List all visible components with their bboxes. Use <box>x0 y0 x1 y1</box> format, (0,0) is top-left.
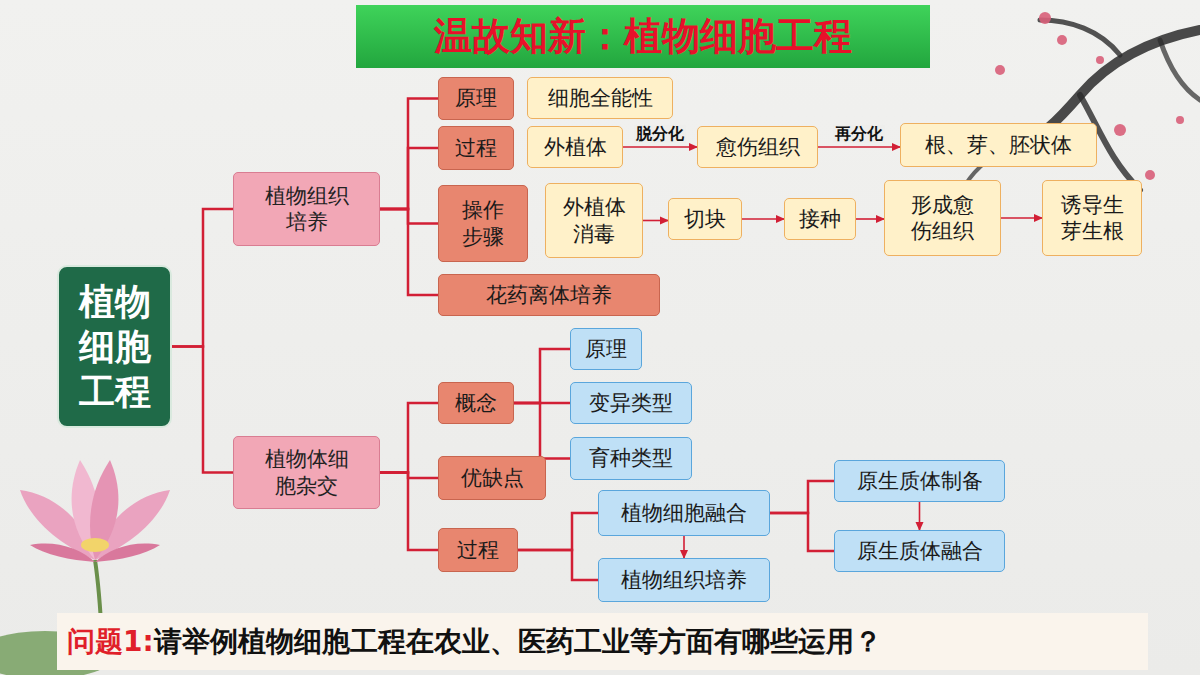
connector <box>643 220 668 222</box>
connector <box>683 536 685 558</box>
box-text: 花药离体培养 <box>486 282 612 308</box>
box-text: 问题1: <box>67 624 154 659</box>
mindmap-box: 外植体 <box>527 126 623 168</box>
mindmap-box: 植物细胞融合 <box>598 490 770 536</box>
mindmap-box: 原理 <box>570 328 642 370</box>
mindmap-box: 操作步骤 <box>438 185 528 262</box>
box-text: 外植体消毒 <box>560 194 627 247</box>
box-text: 过程 <box>457 537 499 563</box>
mindmap-box: 接种 <box>784 198 856 240</box>
mindmap-box: 花药离体培养 <box>438 274 660 316</box>
mindmap-box: 变异类型 <box>570 382 692 424</box>
box-text: 概念 <box>455 390 497 416</box>
box-text: 植物细胞工程 <box>77 279 153 414</box>
connector <box>856 218 884 220</box>
connector <box>380 209 438 295</box>
mindmap-box: 原理 <box>438 77 514 120</box>
connector <box>919 502 921 530</box>
connector <box>172 347 233 473</box>
mindmap-box: 原生质体融合 <box>834 530 1005 572</box>
box-text: 诱导生芽生根 <box>1058 192 1125 245</box>
box-text: 优缺点 <box>461 465 524 491</box>
mindmap-box: 外植体消毒 <box>545 183 643 258</box>
edge-label: 再分化 <box>833 125 885 143</box>
box-text: 植物细胞融合 <box>621 500 747 526</box>
connector <box>1001 217 1042 219</box>
connector <box>770 513 834 551</box>
lotus-illustration <box>0 460 170 675</box>
connector <box>770 481 834 513</box>
connector <box>623 146 697 148</box>
box-text: 外植体 <box>544 134 607 160</box>
connector <box>518 513 598 550</box>
mindmap-box: 植物组织培养 <box>598 558 770 602</box>
connector <box>380 148 438 209</box>
connector <box>518 550 598 580</box>
box-text: 请举例植物细胞工程在农业、医药工业等方面有哪些运用？ <box>154 624 882 659</box>
box-text: 植物体细胞杂交 <box>262 446 350 499</box>
mindmap-box: 根、芽、胚状体 <box>900 123 1097 167</box>
mindmap-box: 过程 <box>438 528 518 572</box>
box-text: 原生质体融合 <box>857 538 983 564</box>
mindmap-box: 优缺点 <box>438 456 546 500</box>
box-text: 变异类型 <box>589 390 673 416</box>
mindmap-box: 育种类型 <box>570 437 692 480</box>
box-text: 愈伤组织 <box>716 134 800 160</box>
mindmap-box: 过程 <box>438 126 514 170</box>
mindmap-box: 诱导生芽生根 <box>1042 180 1142 256</box>
box-text: 植物组织培养 <box>621 567 747 593</box>
mindmap-box: 切块 <box>668 198 742 240</box>
box-text: 原生质体制备 <box>857 468 983 494</box>
box-text: 接种 <box>799 206 841 232</box>
connector <box>514 403 570 459</box>
mindmap-box: 植物细胞工程 <box>57 265 172 428</box>
box-text: 原理 <box>585 336 627 362</box>
mindmap-box: 细胞全能性 <box>527 77 673 119</box>
connector <box>380 473 438 551</box>
box-text: 操作步骤 <box>461 197 505 250</box>
connector <box>380 403 438 473</box>
edge-label: 脱分化 <box>634 125 686 143</box>
mindmap-box: 形成愈伤组织 <box>884 180 1001 256</box>
title-text: 温故知新：植物细胞工程 <box>434 13 852 61</box>
connector <box>380 99 438 210</box>
box-text: 原理 <box>455 85 497 111</box>
box-text: 细胞全能性 <box>548 85 653 111</box>
title-banner: 温故知新：植物细胞工程 <box>356 5 930 68</box>
connector <box>742 218 784 220</box>
mindmap-box: 植物组织培养 <box>233 172 380 246</box>
connector <box>172 209 233 347</box>
box-text: 过程 <box>455 135 497 161</box>
connector <box>818 146 900 148</box>
question-bar: 问题1:请举例植物细胞工程在农业、医药工业等方面有哪些运用？ <box>57 613 1148 670</box>
box-text: 形成愈伤组织 <box>909 192 976 245</box>
box-text: 育种类型 <box>589 445 673 471</box>
mindmap-box: 愈伤组织 <box>697 126 818 168</box>
box-text: 植物组织培养 <box>262 183 350 236</box>
box-text: 切块 <box>684 206 726 232</box>
box-text: 根、芽、胚状体 <box>925 132 1072 158</box>
mindmap-box: 原生质体制备 <box>834 460 1005 502</box>
connector <box>514 349 570 403</box>
mindmap-box: 概念 <box>438 382 514 424</box>
mindmap-box: 植物体细胞杂交 <box>233 436 380 509</box>
